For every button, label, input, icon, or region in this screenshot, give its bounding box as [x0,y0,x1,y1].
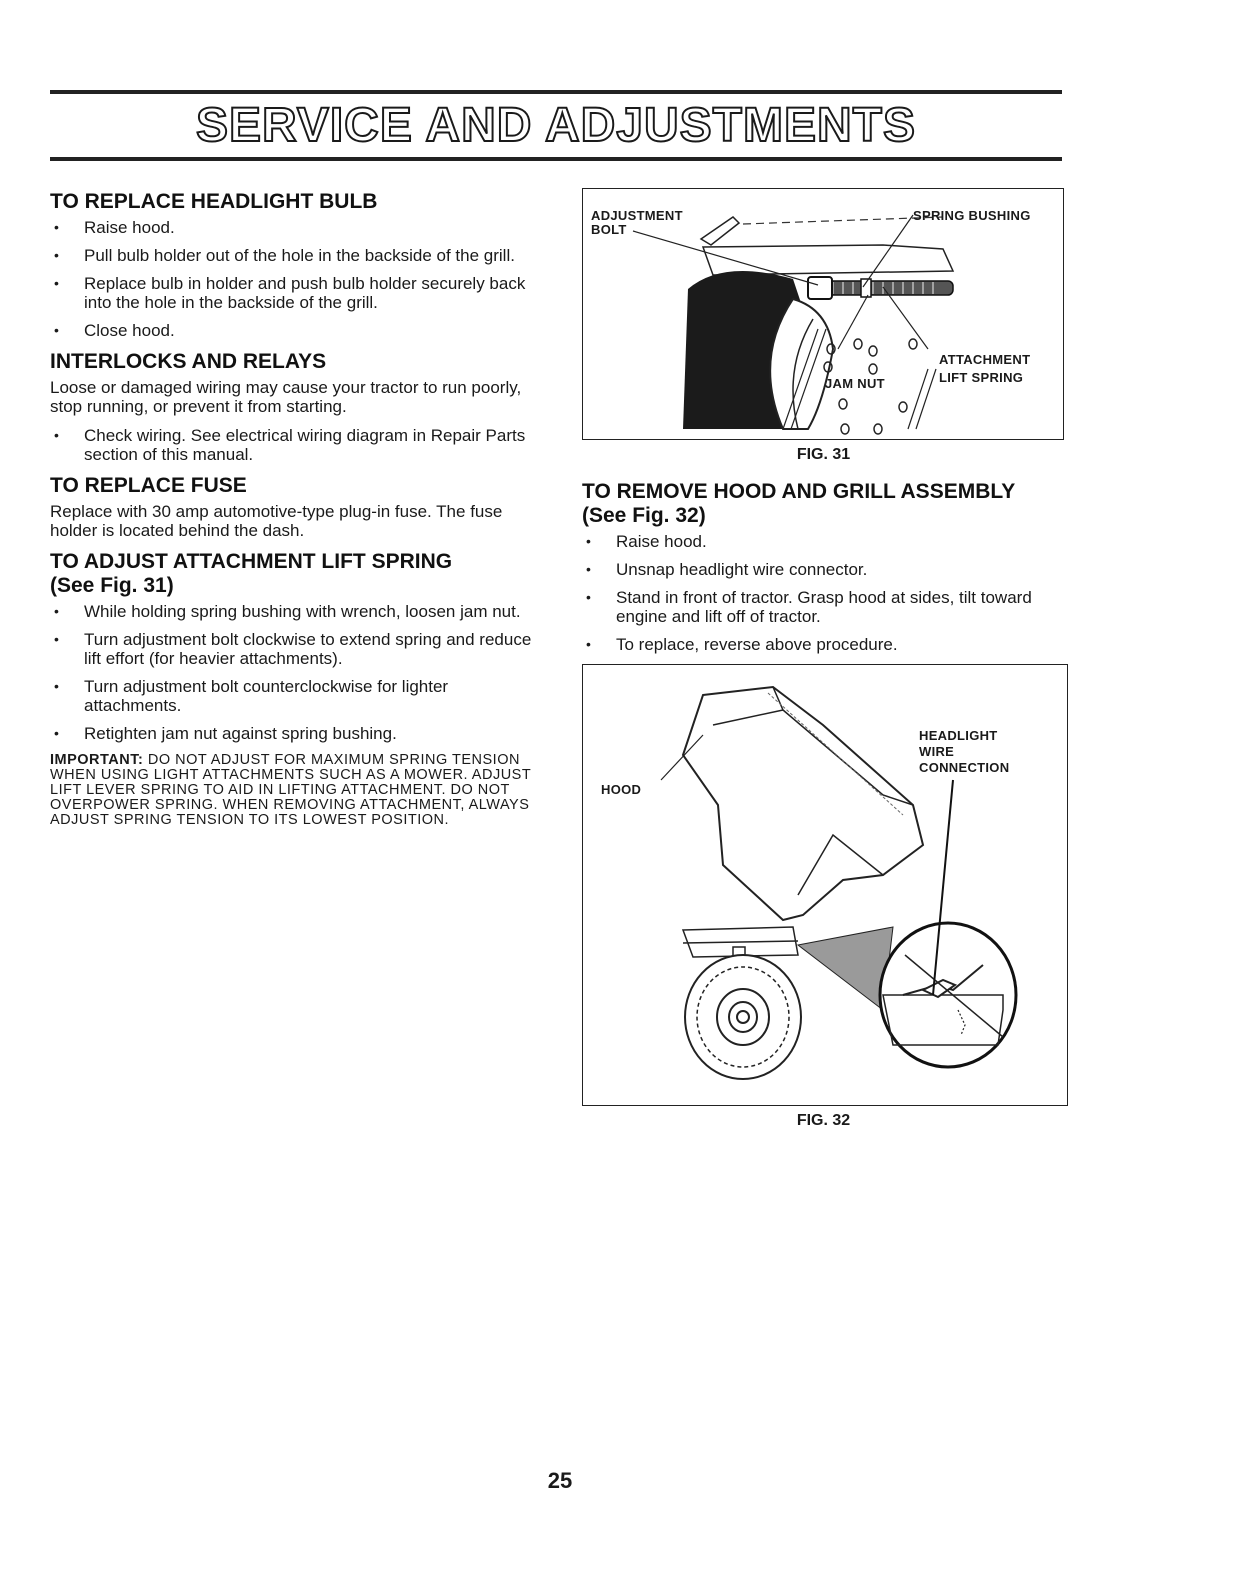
page-number: 25 [547,1468,573,1493]
heading-hood-grill: TO REMOVE HOOD AND GRILL ASSEMBLY (See F… [582,480,1065,528]
section-interlocks: INTERLOCKS AND RELAYS Loose or damaged w… [50,350,535,464]
section-headlight: TO REPLACE HEADLIGHT BULB Raise hood. Pu… [50,190,535,340]
list-item: Check wiring. See electrical wiring diag… [50,426,535,464]
heading-lift-spring-title: TO ADJUST ATTACHMENT LIFT SPRING [50,550,453,573]
title-rule-bottom [50,157,1062,161]
hood-grill-steps: Raise hood. Unsnap headlight wire connec… [582,532,1065,654]
list-item: Close hood. [50,321,535,340]
section-lift-spring: TO ADJUST ATTACHMENT LIFT SPRING (See Fi… [50,550,535,828]
list-item: Raise hood. [50,218,535,237]
list-item: Turn adjustment bolt clockwise to extend… [50,630,535,668]
label-bolt: BOLT [591,222,627,237]
lift-spring-steps: While holding spring bushing with wrench… [50,602,535,743]
label-attachment: ATTACHMENT [939,352,1031,367]
fig32-caption: FIG. 32 [796,1112,851,1129]
label-adjustment: ADJUSTMENT [591,208,683,223]
list-item: Stand in front of tractor. Grasp hood at… [582,588,1065,626]
list-item: While holding spring bushing with wrench… [50,602,535,621]
right-column: ADJUSTMENT BOLT SPRING BUSHING ATTACHMEN… [582,188,1068,1146]
title-rule-top [50,90,1062,94]
headlight-steps: Raise hood. Pull bulb holder out of the … [50,218,535,340]
label-wire: WIRE [919,744,955,759]
list-item: Unsnap headlight wire connector. [582,560,1065,579]
interlocks-text: Loose or damaged wiring may cause your t… [50,378,522,416]
fig32-illustration [660,685,1018,1080]
list-item: Turn adjustment bolt counterclockwise fo… [50,677,535,715]
list-item: Raise hood. [582,532,1065,551]
fig31-illustration [632,214,955,435]
label-connection: CONNECTION [919,760,1010,775]
figure-32: HEADLIGHT WIRE CONNECTION HOOD [582,664,1068,1106]
page-title: SERVICE AND ADJUSTMENTS [195,98,916,153]
list-item: To replace, reverse above procedure. [582,635,1065,654]
figure-31: ADJUSTMENT BOLT SPRING BUSHING ATTACHMEN… [582,188,1064,440]
heading-hood-grill-ref: (See Fig. 32) [582,504,706,527]
left-column: TO REPLACE HEADLIGHT BULB Raise hood. Pu… [50,190,535,828]
heading-hood-grill-title: TO REMOVE HOOD AND GRILL ASSEMBLY [582,480,1016,503]
label-headlight: HEADLIGHT [919,728,998,743]
label-lift-spring: LIFT SPRING [939,370,1024,385]
fig31-caption: FIG. 31 [796,446,851,463]
list-item: Retighten jam nut against spring bushing… [50,724,535,743]
heading-interlocks: INTERLOCKS AND RELAYS [50,350,327,373]
heading-headlight: TO REPLACE HEADLIGHT BULB [50,190,378,213]
important-text: DO NOT ADJUST FOR MAXIMUM SPRING TENSION… [50,752,531,828]
section-hood-grill: TO REMOVE HOOD AND GRILL ASSEMBLY (See F… [582,480,1065,654]
fuse-text: Replace with 30 amp automotive-type plug… [50,502,503,540]
heading-lift-spring-ref: (See Fig. 31) [50,574,174,597]
list-item: Replace bulb in holder and push bulb hol… [50,274,535,312]
heading-fuse: TO REPLACE FUSE [50,474,247,497]
label-spring-bushing: SPRING BUSHING [913,208,1031,223]
section-fuse: TO REPLACE FUSE Replace with 30 amp auto… [50,474,535,540]
label-hood: HOOD [601,782,642,797]
heading-lift-spring: TO ADJUST ATTACHMENT LIFT SPRING (See Fi… [50,550,535,598]
important-label: IMPORTANT: [50,752,144,768]
interlocks-steps: Check wiring. See electrical wiring diag… [50,426,535,464]
list-item: Pull bulb holder out of the hole in the … [50,246,535,265]
important-note: IMPORTANT: DO NOT ADJUST FOR MAXIMUM SPR… [50,753,535,828]
label-jam-nut: JAM NUT [825,376,885,391]
